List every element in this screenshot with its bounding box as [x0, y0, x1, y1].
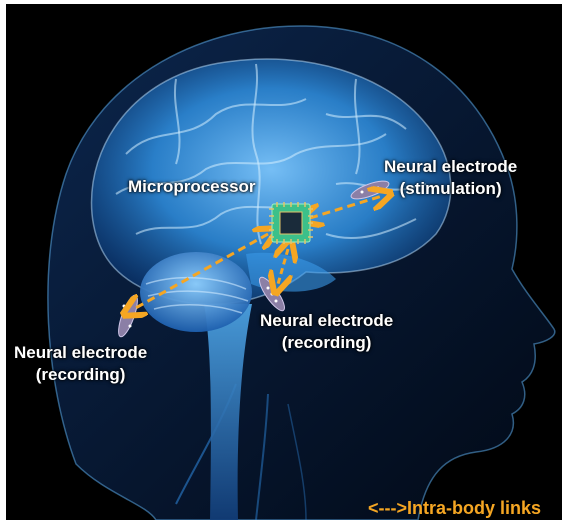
label-electrode-recording-center-line1: Neural electrode: [260, 310, 393, 332]
label-microprocessor: Microprocessor: [128, 176, 256, 198]
legend: <--->Intra-body links: [368, 498, 541, 519]
label-electrode-recording-left: Neural electrode (recording): [14, 342, 147, 386]
microchip-icon: [269, 202, 313, 244]
label-electrode-stimulation: Neural electrode (stimulation): [384, 156, 517, 200]
image-frame: Microprocessor Neural electrode (stimula…: [6, 4, 562, 520]
label-electrode-stimulation-line2: (stimulation): [384, 178, 517, 200]
label-electrode-recording-center-line2: (recording): [260, 332, 393, 354]
label-electrode-recording-center: Neural electrode (recording): [260, 310, 393, 354]
label-electrode-stimulation-line1: Neural electrode: [384, 156, 517, 178]
label-electrode-recording-left-line1: Neural electrode: [14, 342, 147, 364]
legend-arrow-icon: <--->: [368, 498, 407, 518]
legend-label: Intra-body links: [407, 498, 541, 518]
head-brain-illustration: [6, 4, 562, 520]
label-electrode-recording-left-line2: (recording): [14, 364, 147, 386]
label-microprocessor-text: Microprocessor: [128, 177, 256, 196]
